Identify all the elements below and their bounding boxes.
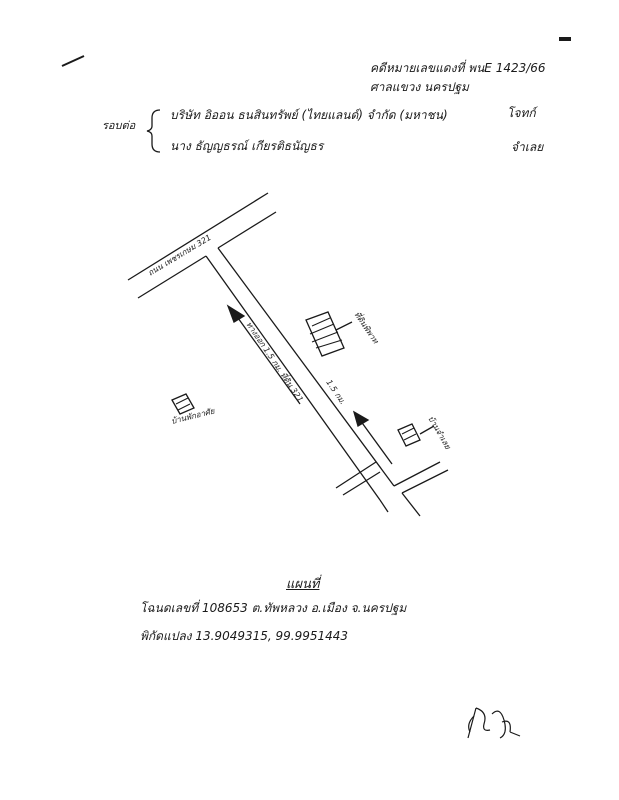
- subject-plot-hatch: [305, 311, 345, 357]
- map-title: แผนที่: [286, 577, 320, 592]
- plot-pointer: [335, 321, 353, 331]
- road-main-label: ถนน เพชรเกษม 321: [146, 233, 212, 278]
- main-road: [127, 192, 277, 299]
- plaintiff-role: โจทก์: [507, 106, 536, 120]
- direction-arrow-left: [226, 304, 301, 405]
- court-name: ศาลแขวง นครปฐม: [370, 80, 469, 94]
- case-number: คดีหมายเลขแดงที่ พนE 1423/66: [370, 61, 546, 75]
- plot-label: ที่ดินพิพาท: [352, 309, 382, 346]
- corner-tab: [559, 37, 571, 41]
- party-brace: [146, 109, 161, 153]
- coordinates: พิกัดแปลง 13.9049315, 99.9951443: [140, 629, 349, 643]
- corner-dash: [61, 55, 85, 67]
- left-building-hatch: [171, 393, 195, 415]
- house-hatch: [397, 423, 421, 447]
- side-road: [205, 247, 449, 517]
- house-pointer: [419, 425, 435, 435]
- signature: [467, 707, 521, 739]
- defendant-name: นาง ธัญญธรณ์ เกียรติธนัญธร: [170, 139, 324, 153]
- direction-arrow-right: [352, 410, 393, 465]
- deed-info: โฉนดเลขที่ 108653 ต.ทัพหลวง อ.เมือง จ.นค…: [140, 601, 407, 615]
- defendant-role: จำเลย: [511, 140, 544, 154]
- plaintiff-name: บริษัท อิออน ธนสินทรัพย์ (ไทยแลนด์) จำกั…: [170, 108, 448, 122]
- house-label: บ้านจำเลย: [426, 415, 453, 452]
- boundary-side-label: รอบต่อ: [102, 119, 136, 132]
- distance-label: 1.5 กม.: [324, 378, 347, 406]
- road-side-label: ทางออก 1.5 กม. ที่ดิน 321: [244, 319, 306, 404]
